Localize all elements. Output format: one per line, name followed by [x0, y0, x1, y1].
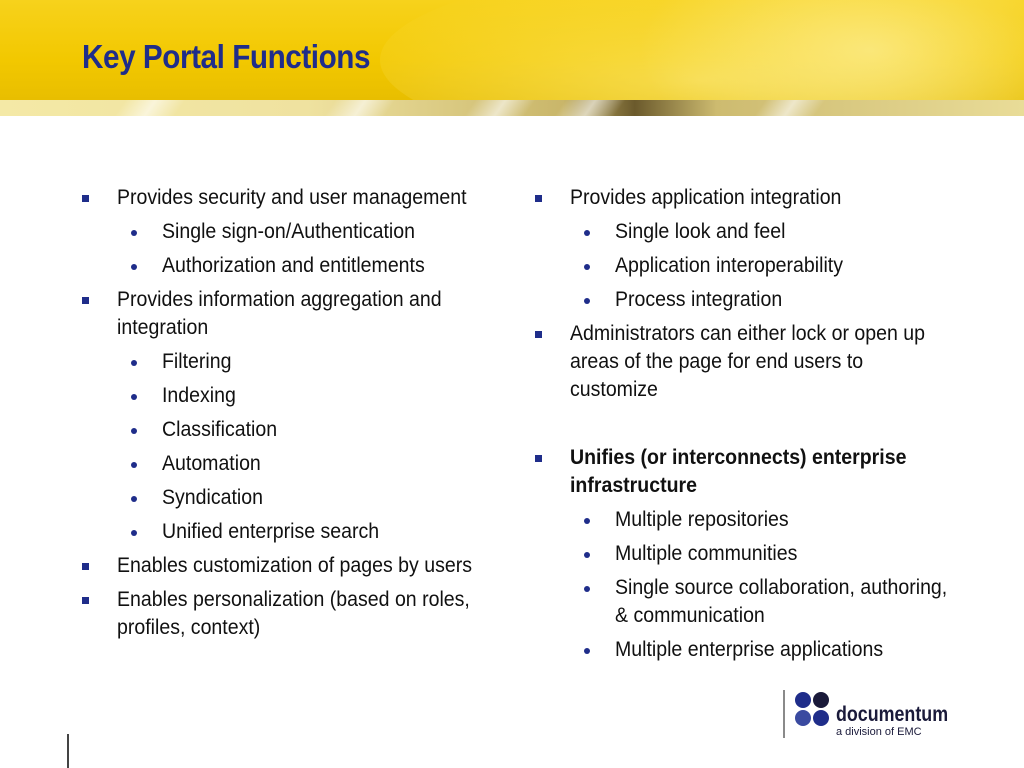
list-item: Provides security and user management	[82, 184, 492, 212]
header-band	[0, 100, 1024, 116]
dot-bullet-icon	[584, 298, 590, 304]
logo-wordmark: documentum	[836, 703, 949, 726]
list-item: Indexing	[82, 382, 492, 410]
dot-bullet-icon	[131, 530, 137, 536]
logo-tagline: a division of EMC	[836, 726, 922, 738]
sub-bullet-text: Multiple enterprise applications	[615, 638, 884, 661]
dot-bullet-icon	[131, 264, 137, 270]
dot-bullet-icon	[584, 264, 590, 270]
square-bullet-icon	[535, 455, 542, 462]
square-bullet-icon	[82, 195, 89, 202]
slide-title: Key Portal Functions	[82, 38, 371, 75]
dot-bullet-icon	[131, 462, 137, 468]
sub-bullet-text: Automation	[162, 452, 261, 475]
list-item: Unified enterprise search	[82, 518, 492, 546]
spacer	[535, 410, 955, 444]
list-item: Provides application integration	[535, 184, 955, 212]
right-column: Provides application integration Single …	[535, 184, 955, 670]
list-item: Multiple communities	[535, 540, 955, 568]
dot-bullet-icon	[584, 552, 590, 558]
dot-bullet-icon	[131, 230, 137, 236]
dot-bullet-icon	[131, 360, 137, 366]
sub-bullet-text: Single source collaboration, authoring, …	[615, 576, 948, 627]
sub-bullet-text: Indexing	[162, 384, 236, 407]
header-swoosh	[620, 0, 1024, 100]
sub-bullet-text: Multiple repositories	[615, 508, 789, 531]
list-item: Single sign-on/Authentication	[82, 218, 492, 246]
square-bullet-icon	[535, 195, 542, 202]
bullet-text: Enables personalization (based on roles,…	[117, 588, 470, 639]
sub-bullet-text: Application interoperability	[615, 254, 843, 277]
list-item: Enables personalization (based on roles,…	[82, 586, 492, 642]
bullet-text: Provides security and user management	[117, 186, 467, 209]
square-bullet-icon	[82, 297, 89, 304]
list-item: Single source collaboration, authoring, …	[535, 574, 955, 630]
list-item: Enables customization of pages by users	[82, 552, 492, 580]
list-item: Unifies (or interconnects) enterprise in…	[535, 444, 955, 500]
footer-rule	[67, 734, 69, 768]
sub-bullet-text: Filtering	[162, 350, 232, 373]
square-bullet-icon	[535, 331, 542, 338]
logo-dot	[795, 692, 811, 708]
sub-bullet-text: Multiple communities	[615, 542, 798, 565]
sub-bullet-text: Single sign-on/Authentication	[162, 220, 415, 243]
list-item: Authorization and entitlements	[82, 252, 492, 280]
band-streak	[754, 100, 826, 116]
header-banner: Key Portal Functions	[0, 0, 1024, 100]
logo-dot	[795, 710, 811, 726]
list-item: Syndication	[82, 484, 492, 512]
sub-bullet-text: Classification	[162, 418, 278, 441]
sub-bullet-text: Process integration	[615, 288, 783, 311]
sub-bullet-text: Syndication	[162, 486, 263, 509]
square-bullet-icon	[82, 563, 89, 570]
bullet-text: Unifies (or interconnects) enterprise in…	[570, 446, 907, 497]
list-item: Multiple repositories	[535, 506, 955, 534]
dot-bullet-icon	[584, 230, 590, 236]
sub-bullet-text: Authorization and entitlements	[162, 254, 425, 277]
bullet-text: Provides information aggregation and int…	[117, 288, 442, 339]
dot-bullet-icon	[584, 586, 590, 592]
dot-bullet-icon	[584, 518, 590, 524]
list-item: Automation	[82, 450, 492, 478]
band-streak	[464, 100, 536, 116]
list-item: Administrators can either lock or open u…	[535, 320, 955, 404]
logo-dot	[813, 710, 829, 726]
dot-bullet-icon	[131, 496, 137, 502]
logo-dot	[813, 692, 829, 708]
sub-bullet-text: Unified enterprise search	[162, 520, 380, 543]
bullet-text: Provides application integration	[570, 186, 842, 209]
list-item: Provides information aggregation and int…	[82, 286, 492, 342]
dot-bullet-icon	[131, 428, 137, 434]
band-streak	[114, 100, 186, 116]
list-item: Application interoperability	[535, 252, 955, 280]
square-bullet-icon	[82, 597, 89, 604]
list-item: Filtering	[82, 348, 492, 376]
bullet-text: Administrators can either lock or open u…	[570, 322, 925, 401]
band-streak	[554, 100, 626, 116]
dot-bullet-icon	[131, 394, 137, 400]
list-item: Single look and feel	[535, 218, 955, 246]
list-item: Multiple enterprise applications	[535, 636, 955, 664]
sub-bullet-text: Single look and feel	[615, 220, 786, 243]
logo-divider	[783, 690, 785, 738]
documentum-logo-icon	[795, 692, 831, 728]
bullet-text: Enables customization of pages by users	[117, 554, 472, 577]
dot-bullet-icon	[584, 648, 590, 654]
band-streak	[324, 100, 396, 116]
left-column: Provides security and user management Si…	[82, 184, 492, 648]
list-item: Process integration	[535, 286, 955, 314]
list-item: Classification	[82, 416, 492, 444]
